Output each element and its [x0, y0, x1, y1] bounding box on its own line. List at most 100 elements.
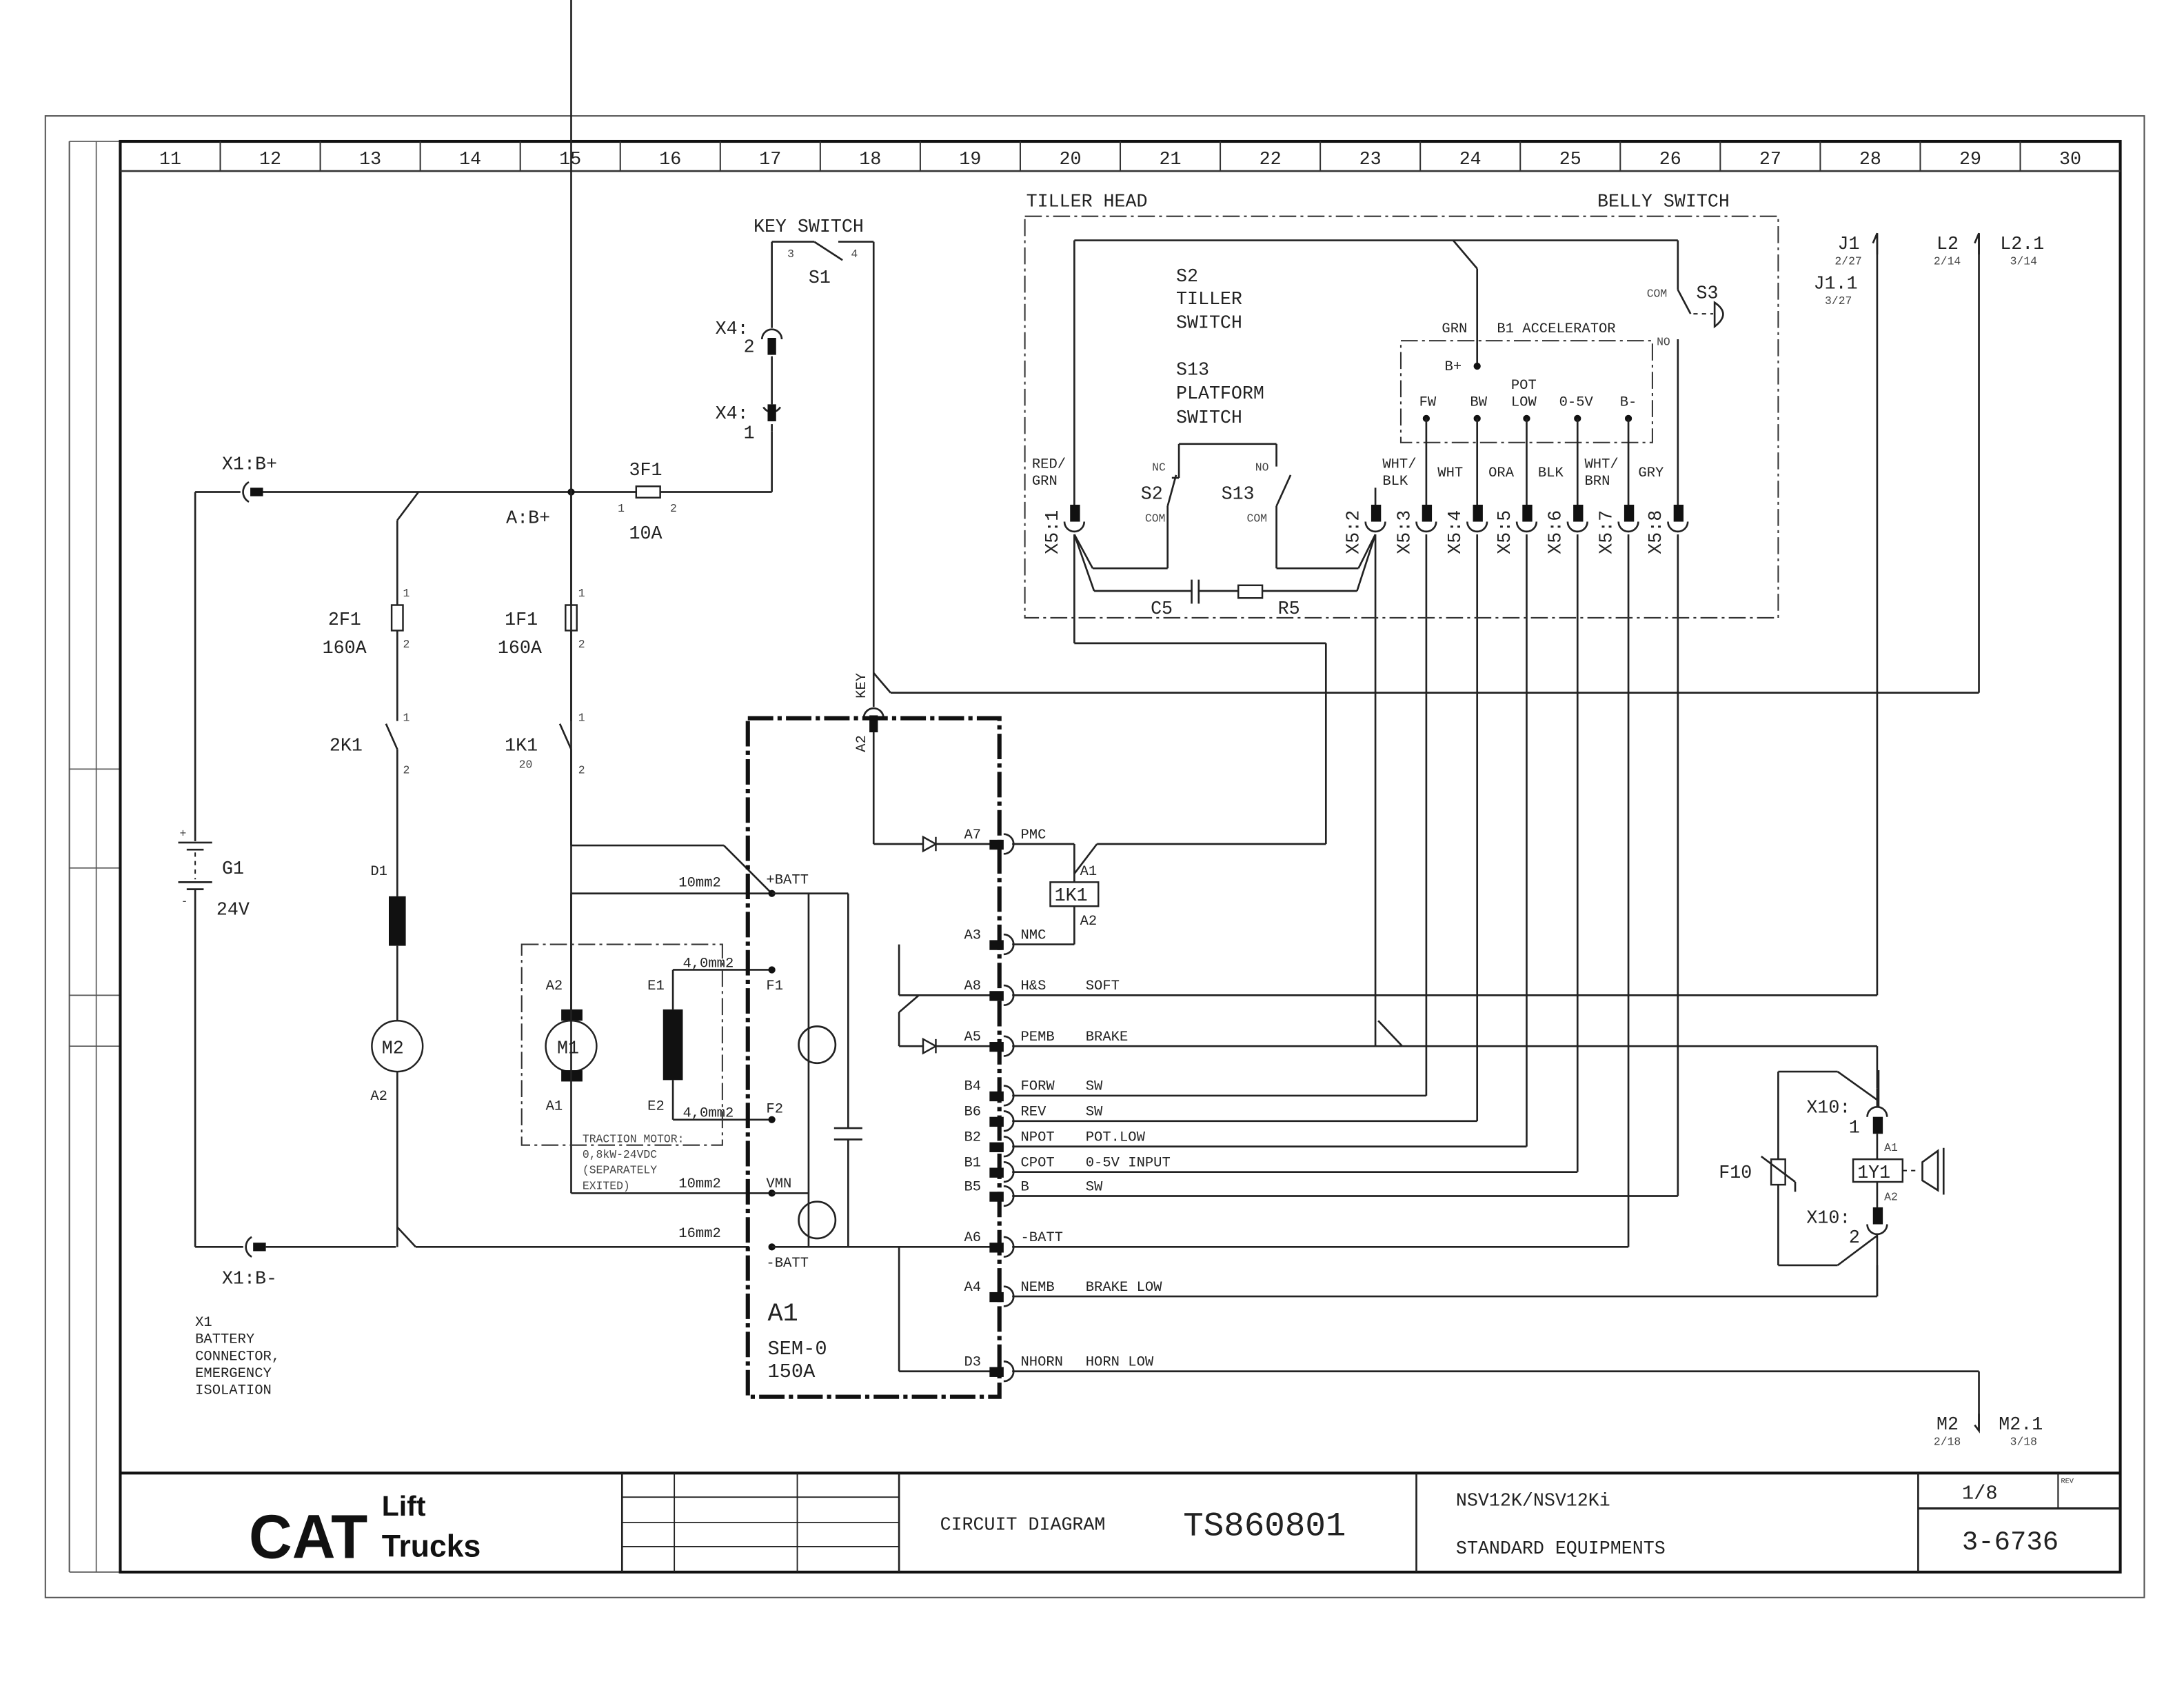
- svg-text:B: B: [1020, 1179, 1029, 1195]
- svg-text:SWITCH: SWITCH: [1176, 314, 1242, 334]
- svg-text:A6: A6: [964, 1230, 981, 1246]
- svg-text:NPOT: NPOT: [1020, 1130, 1054, 1146]
- wire-color: BLK: [1538, 465, 1564, 481]
- key-switch-title: KEY SWITCH: [754, 217, 864, 238]
- svg-text:NO: NO: [1255, 461, 1269, 474]
- sheet-number: 1/8: [1962, 1482, 1998, 1505]
- svg-text:POT: POT: [1511, 378, 1537, 394]
- column-number: 20: [1059, 150, 1081, 170]
- switch-s2: S2: [1141, 485, 1163, 505]
- column-number: 23: [1359, 150, 1382, 170]
- svg-text:1: 1: [578, 712, 585, 725]
- svg-text:Trucks: Trucks: [382, 1528, 481, 1563]
- svg-text:COM: COM: [1145, 512, 1166, 525]
- wire-color: RED/: [1032, 457, 1066, 473]
- svg-text:1: 1: [744, 424, 755, 445]
- svg-text:X5:4: X5:4: [1446, 510, 1466, 554]
- capacitor-c5: C5: [1151, 599, 1173, 620]
- svg-text:CAT: CAT: [249, 1502, 367, 1571]
- coil-1k1-label: 1K1: [1055, 886, 1088, 907]
- battery-ref: G1: [222, 859, 244, 880]
- svg-text:TILLER: TILLER: [1176, 290, 1242, 310]
- fuse-1f1-rating: 160A: [498, 639, 542, 659]
- wire-color: GRN: [1032, 474, 1058, 490]
- wire-color: WHT/: [1382, 457, 1416, 473]
- svg-text:NO: NO: [1657, 335, 1670, 348]
- svg-text:10mm2: 10mm2: [678, 876, 721, 892]
- doc-type: CIRCUIT DIAGRAM: [940, 1515, 1106, 1536]
- svg-text:Lift: Lift: [382, 1490, 426, 1522]
- svg-text:0-5V INPUT: 0-5V INPUT: [1086, 1155, 1171, 1171]
- switch-s3: S3: [1696, 284, 1718, 305]
- svg-text:A2: A2: [370, 1089, 387, 1105]
- connector-x5-1: X5:1: [1043, 504, 1086, 554]
- svg-text:TRACTION MOTOR:: TRACTION MOTOR:: [583, 1133, 685, 1146]
- key-switch: [760, 241, 1979, 733]
- svg-text:COM: COM: [1247, 512, 1268, 525]
- svg-text:L2: L2: [1937, 234, 1959, 255]
- connector-x5-2: X5:2: [1344, 504, 1386, 554]
- svg-text:NC: NC: [1152, 461, 1166, 474]
- svg-text:2: 2: [670, 502, 677, 515]
- svg-text:S13: S13: [1176, 360, 1209, 381]
- fuse-1f1-ref: 1F1: [505, 610, 538, 631]
- tiller-head-title: TILLER HEAD: [1027, 192, 1148, 212]
- svg-text:BW: BW: [1470, 394, 1487, 410]
- svg-text:X5:7: X5:7: [1597, 510, 1617, 554]
- svg-text:HORN LOW: HORN LOW: [1086, 1355, 1154, 1371]
- column-number: 29: [1959, 150, 1981, 170]
- svg-text:10mm2: 10mm2: [678, 1176, 721, 1192]
- fuse-2f1-ref: 2F1: [328, 610, 361, 631]
- column-number: 19: [959, 150, 981, 170]
- svg-text:1: 1: [578, 587, 585, 600]
- column-number: 22: [1260, 150, 1282, 170]
- model-name: NSV12K/NSV12Ki: [1456, 1491, 1610, 1512]
- svg-text:SW: SW: [1086, 1079, 1103, 1095]
- battery-voltage: 24V: [216, 901, 250, 921]
- x1-bplus-label: X1:B+: [222, 455, 277, 476]
- accelerator-title: B1 ACCELERATOR: [1497, 321, 1615, 337]
- svg-text:3/14: 3/14: [2010, 254, 2037, 268]
- svg-text:X5:8: X5:8: [1646, 510, 1667, 554]
- svg-text:REV: REV: [2061, 1478, 2074, 1486]
- svg-text:B1: B1: [964, 1155, 981, 1171]
- fuse-2f1-rating: 160A: [323, 639, 367, 659]
- wire-color: WHT/: [1585, 457, 1619, 473]
- svg-text:REV: REV: [1020, 1105, 1046, 1121]
- wire-color: BRN: [1585, 474, 1610, 490]
- outer-border: [44, 115, 2145, 1598]
- svg-text:A1: A1: [1080, 864, 1098, 880]
- svg-text:E2: E2: [647, 1098, 665, 1114]
- svg-text:F2: F2: [766, 1102, 783, 1118]
- svg-text:NHORN: NHORN: [1020, 1355, 1063, 1371]
- svg-text:ISOLATION: ISOLATION: [195, 1383, 272, 1399]
- svg-text:A4: A4: [964, 1280, 981, 1296]
- connector-x5-6: X5:6: [1546, 504, 1588, 554]
- svg-text:X5:2: X5:2: [1344, 510, 1364, 554]
- svg-text:J1: J1: [1838, 234, 1860, 255]
- svg-text:A2: A2: [1080, 914, 1098, 930]
- svg-text:16mm2: 16mm2: [678, 1226, 721, 1242]
- svg-text:1: 1: [403, 587, 410, 600]
- battery-plus: +: [180, 827, 187, 841]
- svg-text:KEY: KEY: [854, 673, 870, 699]
- x1-bminus-label: X1:B-: [222, 1269, 277, 1290]
- svg-text:S2: S2: [1176, 267, 1198, 288]
- svg-text:NEMB: NEMB: [1020, 1280, 1054, 1296]
- svg-text:X5:5: X5:5: [1495, 510, 1516, 554]
- connector-x5-7: X5:7: [1597, 504, 1639, 554]
- doc-number: TS860801: [1183, 1507, 1346, 1546]
- svg-text:2: 2: [578, 638, 585, 651]
- svg-text:2: 2: [744, 338, 755, 359]
- svg-text:2: 2: [1849, 1228, 1860, 1249]
- cross-references: [1872, 232, 1980, 1434]
- column-number: 18: [859, 150, 881, 170]
- svg-text:B+: B+: [1445, 359, 1462, 375]
- connector-x5-5: X5:5: [1495, 504, 1538, 554]
- diode-d1: D1: [370, 864, 387, 880]
